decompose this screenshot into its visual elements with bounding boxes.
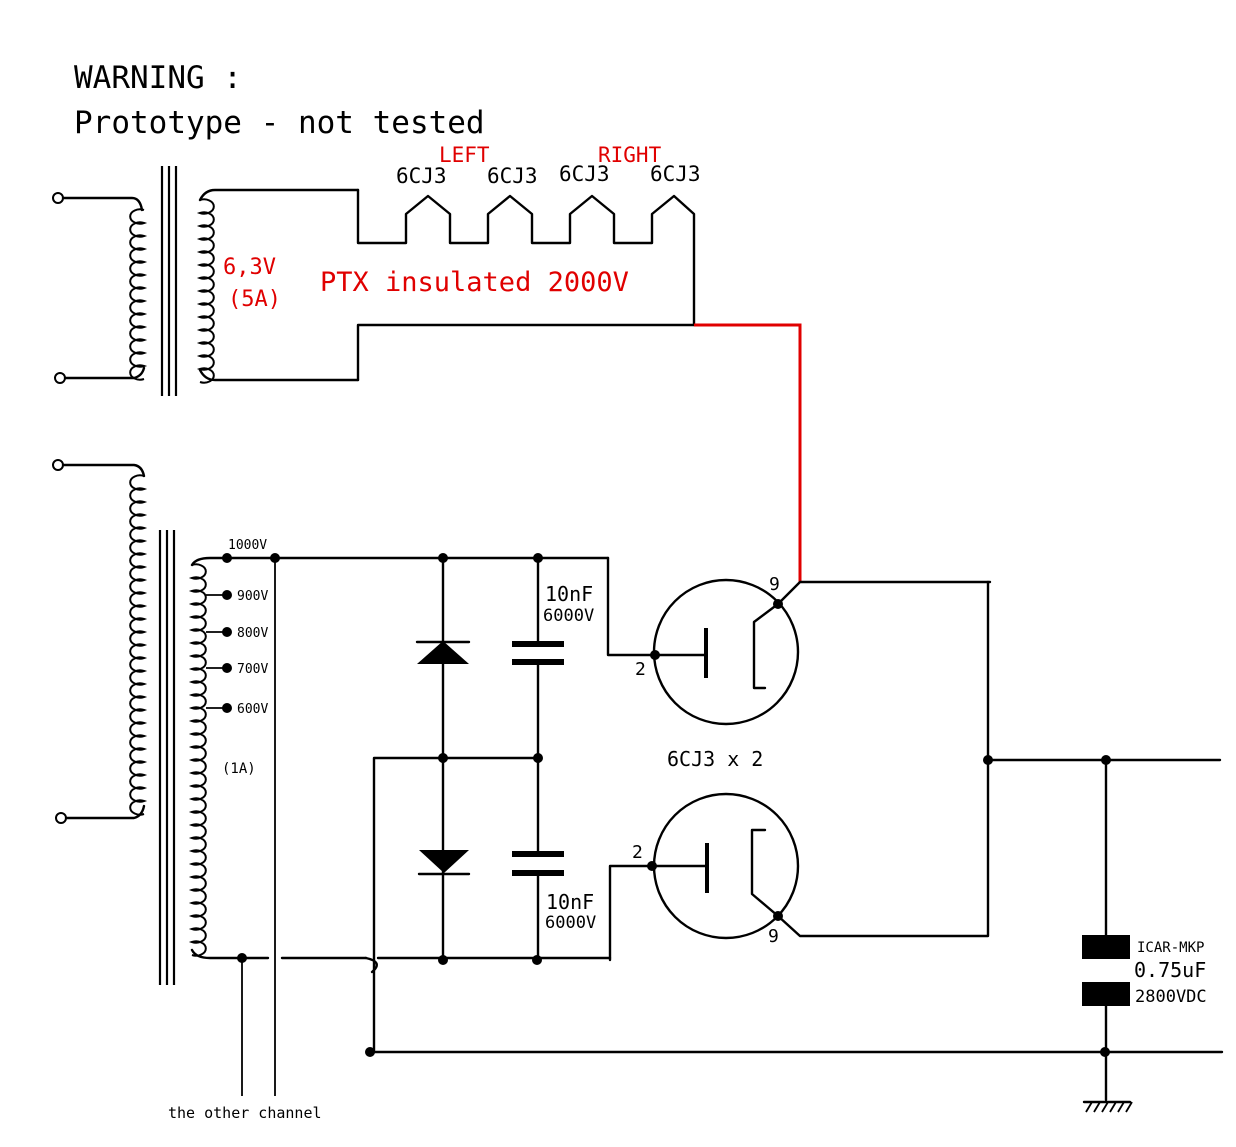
tube-top-cathode-pin: 9 xyxy=(769,574,780,595)
output-cap-plate-1 xyxy=(1082,935,1130,959)
tube-top-plate-pin: 2 xyxy=(635,659,646,680)
tap-label-800v: 800V xyxy=(237,626,268,641)
other-channel-label: the other channel xyxy=(168,1104,322,1122)
diode-bottom xyxy=(419,850,469,873)
right-channel-label: RIGHT xyxy=(598,143,662,167)
output-stage xyxy=(365,755,1224,1113)
tap-label-600v: 600V xyxy=(237,702,268,717)
heater-primary-terminal-top xyxy=(52,192,64,204)
output-cap-plate-2 xyxy=(1082,982,1130,1006)
tube-top xyxy=(650,578,992,726)
tap-dot-700v xyxy=(222,663,232,673)
heater-tube-label-2: 6CJ3 xyxy=(487,164,538,188)
heater-filament-chain xyxy=(356,188,696,382)
warning-title: WARNING : xyxy=(74,60,242,96)
tube-bottom-cathode-pin: 9 xyxy=(768,926,779,947)
hv-primary-coil xyxy=(129,474,148,816)
cap-bottom-plate-2 xyxy=(512,870,564,876)
heater-primary-coil xyxy=(129,208,148,381)
cap-bottom-value: 10nF xyxy=(546,890,594,914)
heater-cathode-tie-wire xyxy=(694,323,802,582)
ptx-insulation-note: PTX insulated 2000V xyxy=(320,267,629,298)
heater-voltage-label: 6,3V xyxy=(223,255,276,280)
heater-tube-label-3: 6CJ3 xyxy=(559,162,610,186)
tap-dot-900v xyxy=(222,590,232,600)
hv-primary-terminal-top xyxy=(52,459,64,471)
tap-label-700v: 700V xyxy=(237,662,268,677)
cap-top-value: 10nF xyxy=(545,582,593,606)
tube-bottom-plate-pin: 2 xyxy=(632,842,643,863)
hv-secondary-coil xyxy=(188,563,207,957)
cap-bottom-plate-1 xyxy=(512,851,564,857)
tube-pair-label: 6CJ3 x 2 xyxy=(667,747,763,771)
cap-top-plate-1 xyxy=(512,641,564,647)
voltage-doubler xyxy=(372,553,658,1054)
hv-primary-terminal-bottom xyxy=(55,812,67,824)
hv-current-label: (1A) xyxy=(222,761,256,777)
heater-transformer xyxy=(52,166,360,396)
output-cap-value: 0.75uF xyxy=(1134,958,1206,982)
output-cap-voltage: 2800VDC xyxy=(1135,987,1207,1007)
cap-top-voltage: 6000V xyxy=(543,606,594,626)
tap-dot-600v xyxy=(222,703,232,713)
warning-subtitle: Prototype - not tested xyxy=(74,105,485,141)
diode-top xyxy=(417,641,469,664)
heater-tube-label-4: 6CJ3 xyxy=(650,162,701,186)
heater-tube-label-1: 6CJ3 xyxy=(396,164,447,188)
tap-label-900v: 900V xyxy=(237,589,268,604)
output-cap-type: ICAR-MKP xyxy=(1137,940,1204,956)
heater-secondary-coil xyxy=(196,198,215,384)
left-channel-label: LEFT xyxy=(439,143,490,167)
heater-current-label: (5A) xyxy=(228,287,281,312)
tap-dot-800v xyxy=(222,627,232,637)
heater-primary-terminal-bottom xyxy=(54,372,66,384)
other-channel-feed xyxy=(237,558,612,1096)
cap-bottom-voltage: 6000V xyxy=(545,913,596,933)
tap-label-1000v: 1000V xyxy=(228,538,267,553)
hv-transformer xyxy=(52,459,610,985)
cap-top-plate-2 xyxy=(512,659,564,665)
tap-dot-1000v xyxy=(222,553,232,563)
